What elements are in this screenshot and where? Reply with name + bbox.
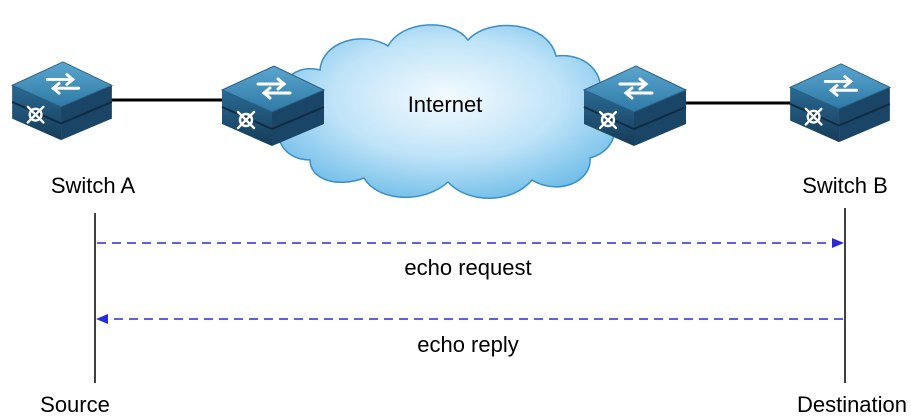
switch-b-label: Switch B <box>802 173 888 198</box>
source-label: Source <box>40 392 110 417</box>
echo-request-label: echo request <box>404 255 531 280</box>
switch-a-label: Switch A <box>51 173 136 198</box>
internet-cloud: Internet <box>278 24 616 199</box>
cloud-label: Internet <box>408 92 483 117</box>
switch-b-icon <box>788 62 892 144</box>
switch-a-icon <box>10 60 114 142</box>
destination-label: Destination <box>797 392 907 417</box>
echo-reply-label: echo reply <box>417 332 519 357</box>
